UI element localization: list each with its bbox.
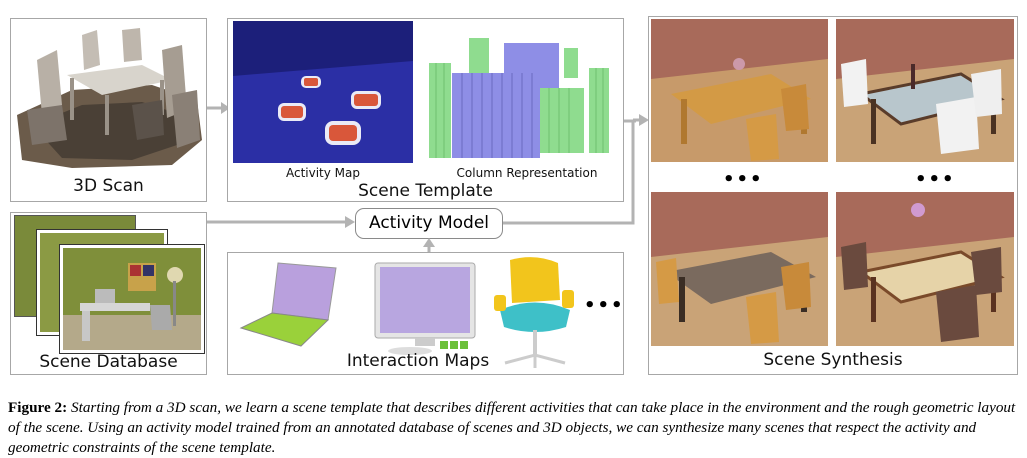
template-panel: Activity Map bbox=[227, 18, 624, 202]
figure-caption: Figure 2: Starting from a 3D scan, we le… bbox=[8, 398, 1020, 458]
synthesis-ellipsis-2: ••• bbox=[915, 169, 956, 190]
synthesis-image-3 bbox=[651, 192, 828, 346]
activity-map-label: Activity Map bbox=[285, 166, 360, 180]
synthesis-image-2 bbox=[836, 19, 1014, 162]
scan-image bbox=[12, 20, 206, 170]
synthesis-image-1 bbox=[651, 19, 828, 162]
synthesis-ellipsis-1: ••• bbox=[723, 169, 764, 190]
activity-model-box: Activity Model bbox=[355, 208, 503, 239]
template-label: Scene Template bbox=[358, 181, 493, 201]
arrow-database-to-model bbox=[207, 216, 355, 228]
monitor-interaction-image bbox=[370, 261, 480, 356]
activity-map-image bbox=[233, 21, 413, 163]
activity-model-label: Activity Model bbox=[368, 213, 490, 233]
database-image-front bbox=[59, 244, 205, 354]
interaction-panel: ••• Interaction Maps bbox=[227, 252, 624, 375]
arrow-template-to-synthesis bbox=[624, 119, 636, 123]
interaction-label: Interaction Maps bbox=[346, 351, 490, 371]
caption-text: Starting from a 3D scan, we learn a scen… bbox=[8, 399, 1016, 456]
column-representation-label: Column Representation bbox=[456, 166, 598, 180]
chair-interaction-image bbox=[490, 255, 580, 373]
laptop-interaction-image bbox=[236, 258, 341, 348]
database-label: Scene Database bbox=[39, 352, 178, 372]
synthesis-panel: ••• ••• Scene Synthesis bbox=[648, 16, 1018, 375]
database-panel: Scene Database bbox=[10, 212, 207, 375]
figure-number: Figure 2: bbox=[8, 399, 68, 416]
scan-label: 3D Scan bbox=[73, 176, 144, 196]
interaction-ellipsis: ••• bbox=[584, 295, 625, 316]
synthesis-label: Scene Synthesis bbox=[763, 350, 903, 370]
synthesis-image-4 bbox=[836, 192, 1014, 346]
arrow-scan-to-template bbox=[207, 102, 230, 114]
scan-panel: 3D Scan bbox=[10, 18, 207, 202]
column-representation-image bbox=[424, 33, 614, 163]
